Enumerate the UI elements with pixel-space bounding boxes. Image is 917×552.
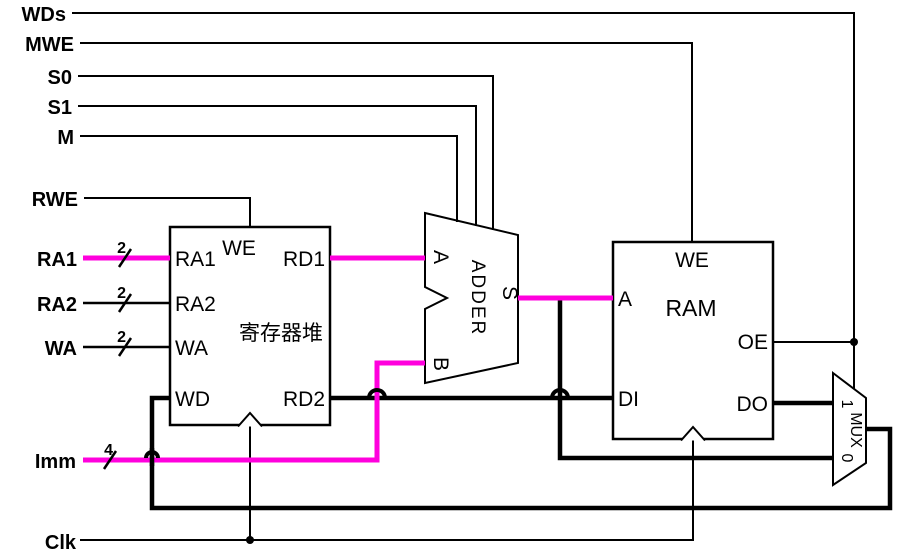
wire-s1-to-adder bbox=[78, 105, 477, 226]
adder-title: ADDER bbox=[467, 260, 488, 337]
mux-title: MUX bbox=[847, 412, 864, 448]
label-clk: Clk bbox=[45, 532, 77, 552]
bus-width-ra1: 2 bbox=[117, 240, 126, 257]
mux-input-0-label: 0 bbox=[838, 454, 855, 463]
label-m: M bbox=[57, 127, 74, 149]
regfile-port-ra1: RA1 bbox=[175, 248, 216, 271]
bus-width-wa: 2 bbox=[117, 329, 126, 346]
register-file-block bbox=[168, 225, 332, 427]
label-s0: S0 bbox=[48, 67, 72, 89]
regfile-clock-wedge-icon bbox=[237, 411, 263, 428]
bus-slash-ra1 bbox=[117, 248, 133, 268]
bus-width-ra2: 2 bbox=[117, 285, 126, 302]
bus-slash-imm bbox=[102, 450, 118, 470]
junction-clk-branch bbox=[246, 536, 254, 544]
label-mwe: MWE bbox=[25, 34, 74, 56]
bus-slash-wa bbox=[117, 337, 133, 357]
bus-imm-to-adder-b-highlight bbox=[83, 360, 425, 463]
regfile-port-wd: WD bbox=[175, 388, 210, 411]
label-ra2: RA2 bbox=[37, 294, 77, 316]
label-s1: S1 bbox=[48, 97, 72, 119]
wire-hop-wd-over-imm bbox=[144, 450, 160, 459]
ram-port-we: WE bbox=[675, 249, 709, 272]
wire-clk-to-ram-clock bbox=[80, 439, 694, 541]
wire-s0-to-adder bbox=[78, 75, 494, 230]
bus-s-branch-to-mux0 bbox=[557, 298, 833, 461]
label-ra1: RA1 bbox=[37, 249, 77, 271]
label-wa: WA bbox=[45, 338, 77, 360]
ram-port-di: DI bbox=[618, 388, 639, 411]
ram-clock-wedge-icon bbox=[680, 425, 706, 442]
ram-block bbox=[611, 240, 775, 441]
regfile-port-wa: WA bbox=[175, 337, 208, 360]
regfile-title: 寄存器堆 bbox=[239, 322, 323, 345]
mux-shape bbox=[832, 370, 867, 487]
regfile-port-rd1: RD1 bbox=[283, 248, 325, 271]
regfile-port-rd2: RD2 bbox=[283, 388, 325, 411]
bus-mux-out-to-wd bbox=[149, 395, 893, 511]
regfile-port-we: WE bbox=[222, 237, 256, 260]
wire-rwe-to-regfile-we bbox=[84, 197, 251, 227]
adder-port-a: A bbox=[429, 250, 452, 264]
bus-width-imm: 4 bbox=[104, 442, 113, 459]
ram-port-a: A bbox=[618, 288, 632, 311]
bus-slash-ra2 bbox=[117, 293, 133, 313]
regfile-port-ra2: RA2 bbox=[175, 293, 216, 316]
ram-title: RAM bbox=[665, 295, 716, 321]
ram-port-do: DO bbox=[737, 393, 769, 416]
mux-input-1-label: 1 bbox=[838, 400, 855, 409]
wire-wds-to-mux-select bbox=[72, 12, 855, 389]
adder-alu-shape bbox=[424, 211, 519, 385]
adder-port-s: S bbox=[498, 286, 521, 300]
wire-m-to-adder bbox=[80, 135, 458, 222]
adder-port-b: B bbox=[429, 357, 452, 371]
label-rwe: RWE bbox=[32, 189, 78, 211]
label-imm: Imm bbox=[35, 451, 76, 473]
wire-hop-over-s-branch bbox=[550, 388, 570, 399]
wire-mwe-to-ram-we bbox=[80, 42, 693, 242]
junction-oe-select bbox=[850, 338, 858, 346]
label-wds: WDs bbox=[22, 4, 66, 26]
ram-port-oe: OE bbox=[738, 331, 768, 354]
wire-hop-over-imm-bus bbox=[367, 388, 387, 399]
